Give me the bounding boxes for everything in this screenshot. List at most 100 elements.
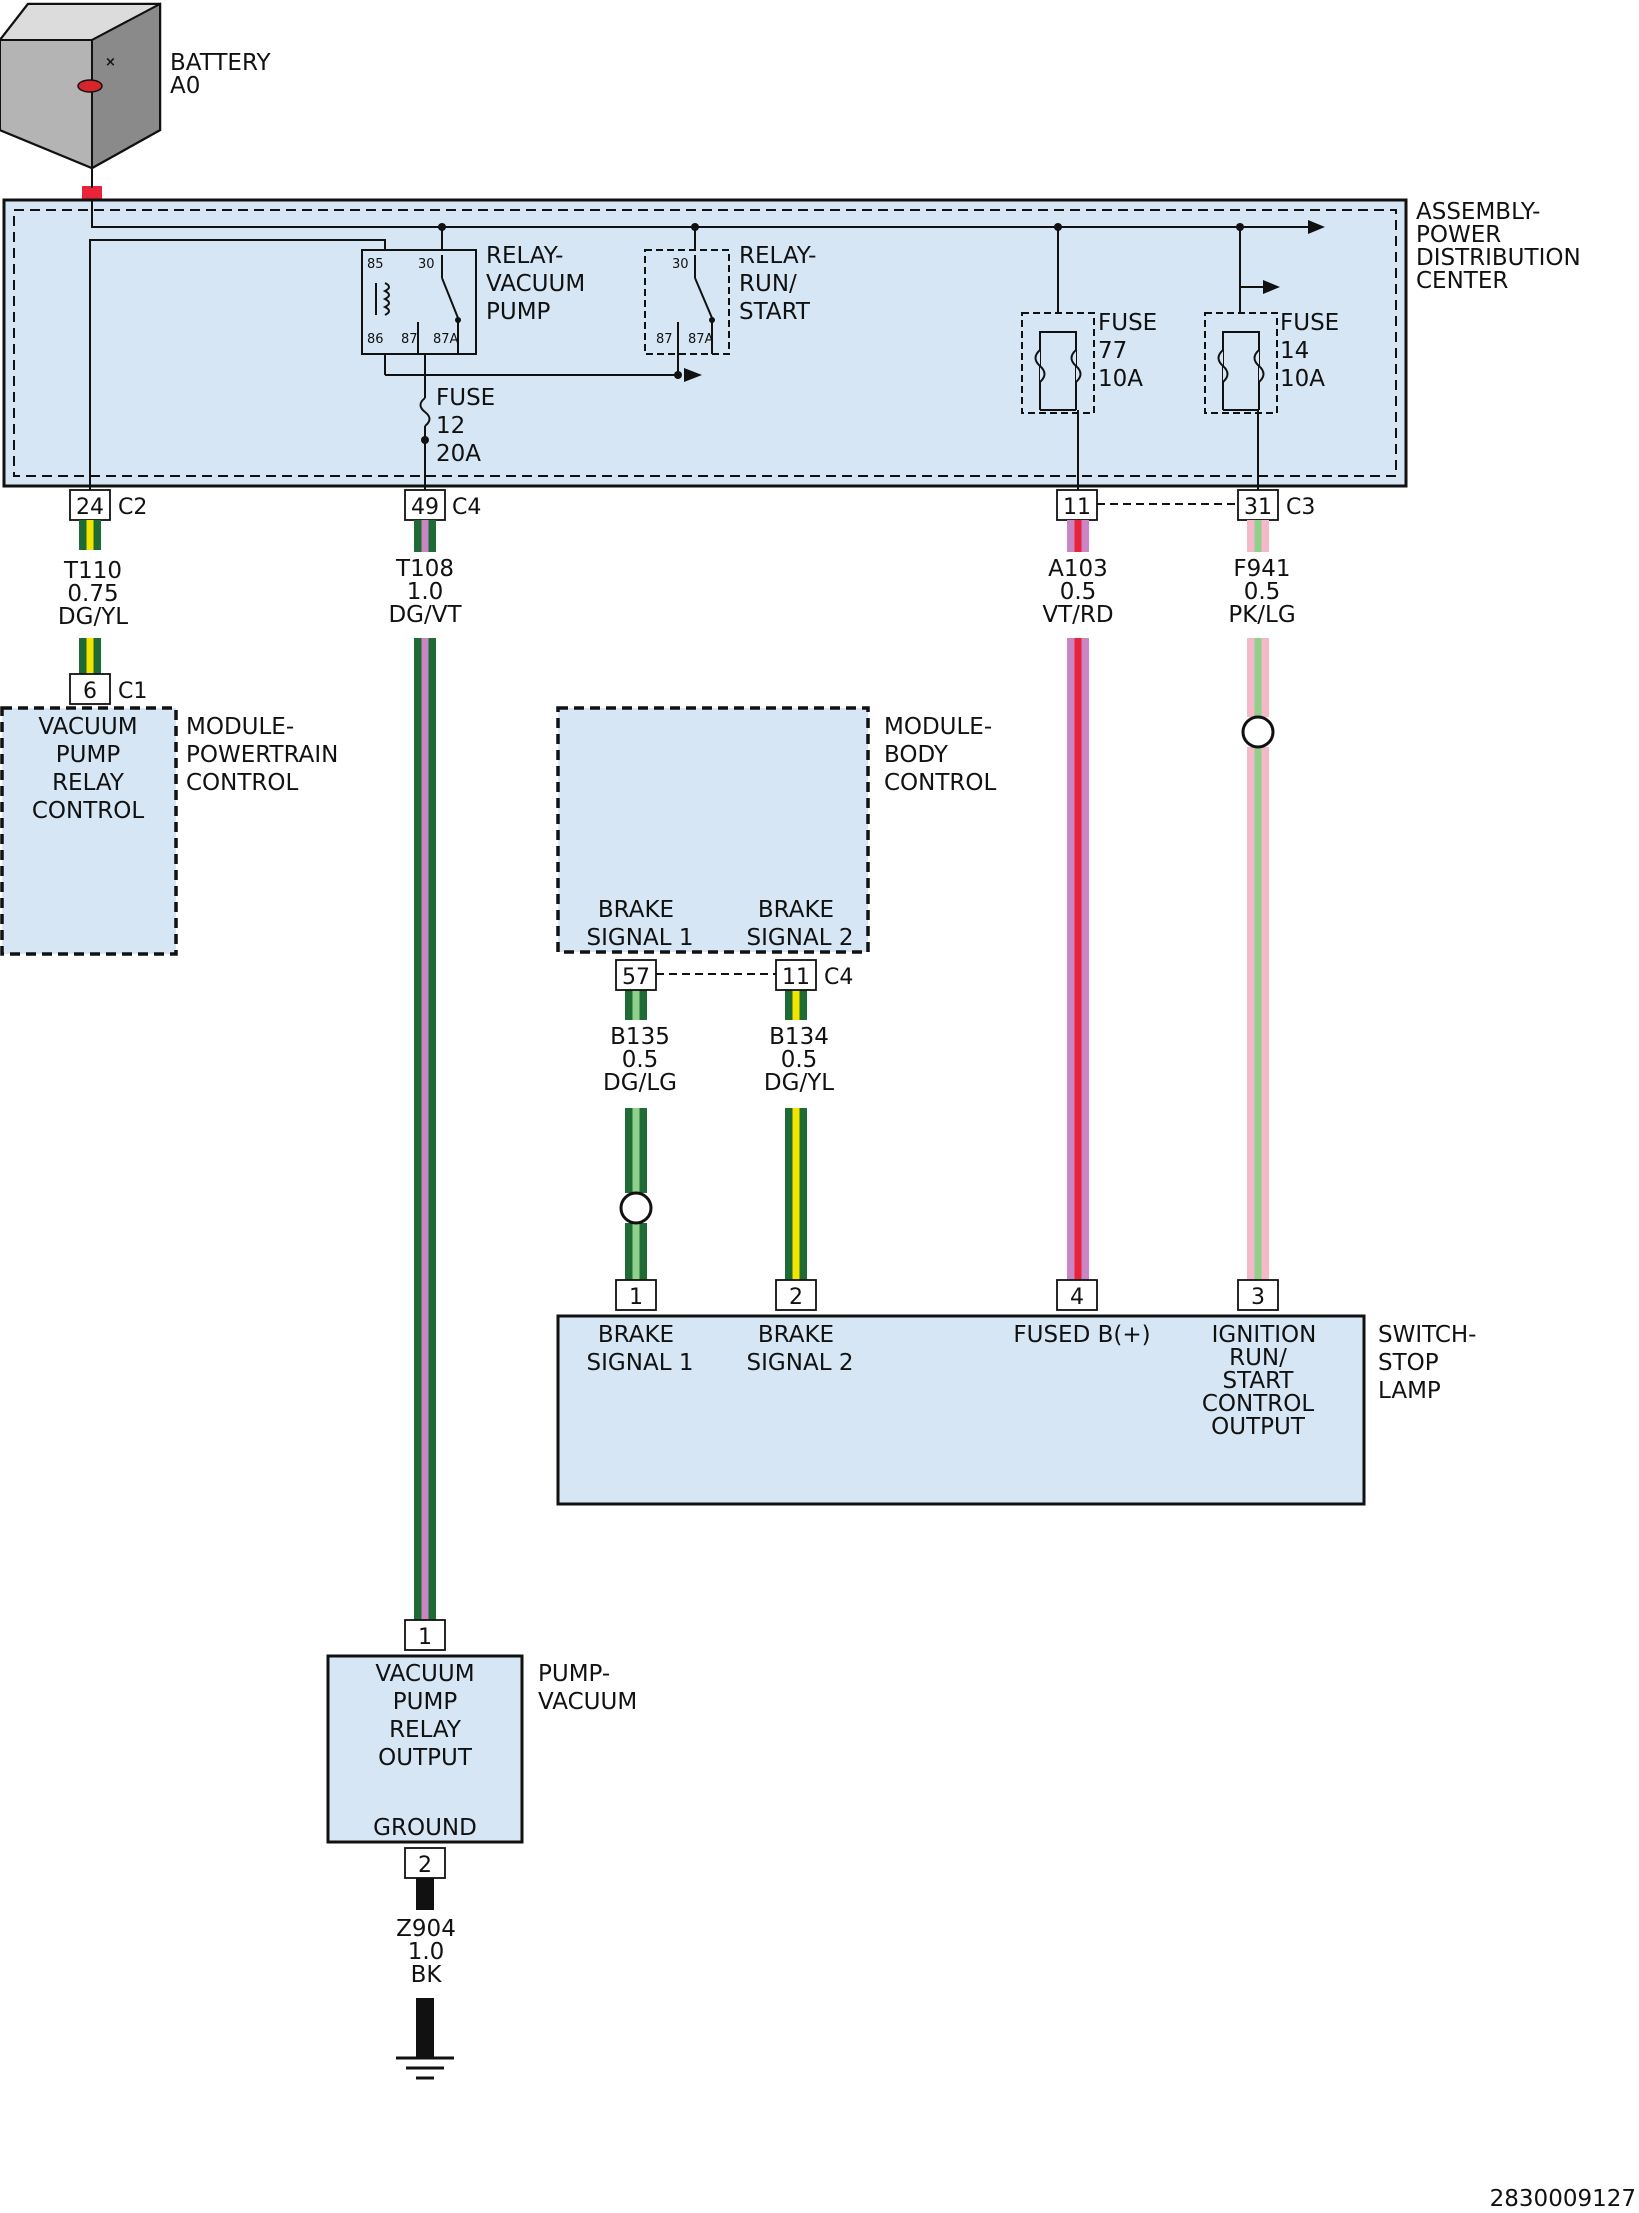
svg-text:SWITCH-: SWITCH-: [1378, 1322, 1476, 1348]
svg-text:VACUUM: VACUUM: [375, 1661, 474, 1687]
svg-text:SIGNAL 1: SIGNAL 1: [587, 1350, 694, 1376]
svg-text:OUTPUT: OUTPUT: [378, 1745, 473, 1771]
svg-text:START: START: [739, 299, 811, 325]
svg-text:85: 85: [367, 257, 384, 272]
pdc-label-3: DISTRIBUTION: [1416, 245, 1581, 271]
svg-text:PUMP-: PUMP-: [538, 1661, 610, 1687]
svg-text:SIGNAL 2: SIGNAL 2: [747, 925, 854, 951]
relay-run-start: 30 87 87A: [644, 249, 730, 375]
wire-b135-segment: [625, 1223, 647, 1280]
svg-text:77: 77: [1098, 338, 1127, 364]
wire-b134-gauge: 0.5: [781, 1047, 818, 1073]
svg-text:FUSE: FUSE: [1098, 310, 1157, 336]
svg-text:LAMP: LAMP: [1378, 1378, 1441, 1404]
wire-t110-code: T110: [63, 558, 122, 584]
connector-bcm-c4-pin11: [775, 959, 817, 991]
connector-pdc-c4: [404, 489, 446, 521]
wire-a103-code: A103: [1048, 556, 1108, 582]
svg-text:FUSED B(+): FUSED B(+): [1013, 1322, 1150, 1348]
module-powertrain-control: [0, 706, 178, 956]
svg-text:CONTROL: CONTROL: [186, 770, 299, 796]
svg-text:30: 30: [672, 257, 689, 272]
svg-text:86: 86: [367, 332, 384, 347]
svg-text:1: 1: [629, 1285, 643, 1310]
wire-f941-code: F941: [1233, 556, 1290, 582]
svg-text:MODULE-: MODULE-: [186, 714, 294, 740]
wire-z904-color: BK: [411, 1962, 443, 1988]
wire-t108-code: T108: [395, 556, 454, 582]
svg-text:PUMP: PUMP: [486, 299, 551, 325]
wire-t110-color: DG/YL: [58, 604, 128, 630]
svg-text:RELAY-: RELAY-: [739, 243, 816, 269]
connector-switch-pin3: [1237, 1279, 1279, 1311]
svg-text:11: 11: [1063, 495, 1091, 520]
svg-text:PUMP: PUMP: [56, 742, 121, 768]
svg-text:20A: 20A: [436, 441, 481, 467]
wire-a103-segment: [1067, 638, 1089, 1280]
svg-text:C4: C4: [824, 965, 853, 990]
svg-text:SIGNAL 1: SIGNAL 1: [587, 925, 694, 951]
connector-switch-pin1: [615, 1279, 657, 1311]
svg-text:×: ×: [105, 55, 116, 70]
svg-text:4: 4: [1070, 1285, 1084, 1310]
svg-text:FUSE: FUSE: [1280, 310, 1339, 336]
svg-text:49: 49: [411, 495, 439, 520]
wire-b134-code: B134: [769, 1024, 829, 1050]
svg-text:11: 11: [782, 965, 810, 990]
svg-text:24: 24: [76, 495, 104, 520]
svg-text:RELAY: RELAY: [52, 770, 125, 796]
relay-vacuum-pump: 85 86 30 87 87A: [361, 249, 477, 355]
svg-text:SIGNAL 2: SIGNAL 2: [747, 1350, 854, 1376]
fuse-12-icon: [419, 397, 431, 427]
svg-text:30: 30: [418, 257, 435, 272]
wire-z904-segment: [416, 1998, 434, 2058]
wire-a103-color: VT/RD: [1042, 602, 1113, 628]
bus-arrow-icon: [1308, 220, 1325, 234]
svg-text:FUSE: FUSE: [436, 385, 495, 411]
svg-text:10A: 10A: [1098, 366, 1143, 392]
svg-text:57: 57: [622, 965, 650, 990]
connector-pump-pin2: [404, 1847, 446, 1879]
wire-f941-gauge: 0.5: [1244, 579, 1281, 605]
svg-text:6: 6: [83, 679, 97, 704]
wire-t110-segment: [79, 520, 101, 550]
svg-text:POWERTRAIN: POWERTRAIN: [186, 742, 338, 768]
svg-text:VACUUM: VACUUM: [538, 1689, 637, 1715]
wire-z904-gauge: 1.0: [408, 1939, 445, 1965]
svg-text:GROUND: GROUND: [373, 1815, 477, 1841]
wire-b135-segment: [625, 1108, 647, 1193]
connector-bcm-c4-pin57: [615, 959, 657, 991]
svg-text:87A: 87A: [688, 332, 714, 347]
svg-text:RELAY-: RELAY-: [486, 243, 563, 269]
wire-b135-code: B135: [610, 1024, 670, 1050]
svg-text:87A: 87A: [433, 332, 459, 347]
pdc-label-4: CENTER: [1416, 268, 1508, 294]
wire-b135-segment: [625, 990, 647, 1020]
svg-text:START: START: [1223, 1368, 1295, 1394]
svg-text:VACUUM: VACUUM: [486, 271, 585, 297]
battery-terminal: [82, 186, 102, 200]
svg-text:OUTPUT: OUTPUT: [1211, 1414, 1306, 1440]
wire-t110-gauge: 0.75: [67, 581, 118, 607]
wire-t108-color: DG/VT: [388, 602, 462, 628]
module-body-control: [556, 706, 870, 954]
pdc-label-2: POWER: [1416, 222, 1501, 248]
wire-f941-segment: [1247, 638, 1269, 717]
svg-text:CONTROL: CONTROL: [1202, 1391, 1315, 1417]
fuse-14-icon: [1204, 312, 1278, 414]
svg-text:PUMP: PUMP: [393, 1689, 458, 1715]
wire-f941-color: PK/LG: [1228, 602, 1295, 628]
svg-text:C3: C3: [1286, 495, 1315, 520]
svg-text:87: 87: [401, 332, 418, 347]
svg-text:3: 3: [1251, 1285, 1265, 1310]
svg-text:RUN/: RUN/: [739, 271, 797, 297]
wire-segments: [79, 520, 1269, 2058]
connector-pcm-c1: [69, 673, 111, 705]
svg-text:31: 31: [1244, 495, 1272, 520]
wire-t108-segment: [414, 638, 436, 1620]
svg-text:87: 87: [656, 332, 673, 347]
ground-icon: [396, 2056, 454, 2080]
svg-text:BRAKE: BRAKE: [598, 1322, 674, 1348]
svg-text:1: 1: [418, 1625, 432, 1650]
